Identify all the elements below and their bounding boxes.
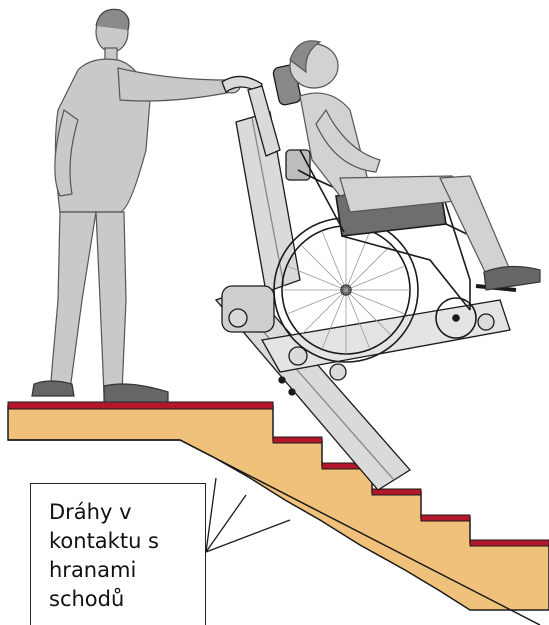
step-edge-4	[421, 515, 470, 521]
callout-label: Dráhy v kontaktu s hranami schodů	[49, 498, 205, 614]
step-edge-top	[8, 402, 273, 409]
step-edge-1	[273, 437, 322, 443]
step-edge-5	[470, 540, 549, 546]
callout-box: Dráhy v kontaktu s hranami schodů	[30, 483, 206, 625]
standing-person-icon	[32, 9, 240, 402]
